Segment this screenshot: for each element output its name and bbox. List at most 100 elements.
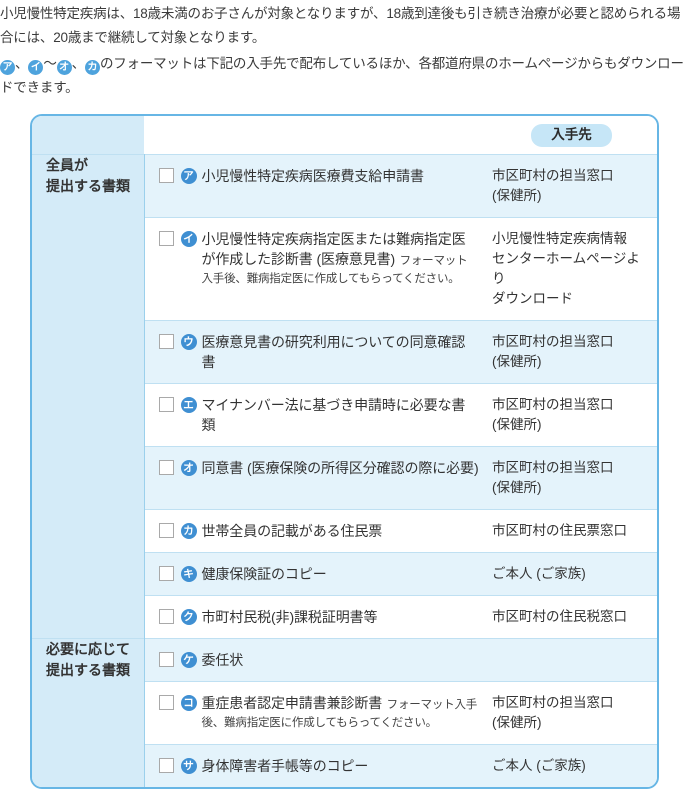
header-item-cell [144,116,486,155]
category-cell-all-applicants: 全員が 提出する書類 [32,154,145,639]
documents-table: 入手先 全員が 提出する書類 ア 小児慢性特定疾病医療費支給申請書 [32,116,657,787]
mark-icon-i: イ [180,231,197,247]
mark-icon-ka: カ [180,523,197,539]
document-source-cell: ご本人 (ご家族) [486,744,657,787]
document-title: 重症患者認定申請書兼診断書 [201,695,383,711]
inline-mark-icon-i: イ [28,60,44,75]
document-checkbox[interactable] [158,609,174,624]
inline-separator-2: 〜 [43,56,57,71]
source-line: (保健所) [492,480,542,495]
source-line: センターホームページより [492,251,640,286]
table-row[interactable]: ウ 医療意見書の研究利用についての同意確認書 市区町村の担当窓口 (保健所) [32,320,657,384]
table-row[interactable]: エ マイナンバー法に基づき申請時に必要な書類 市区町村の担当窓口 (保健所) [32,383,657,447]
document-item-cell[interactable]: オ 同意書 (医療保険の所得区分確認の際に必要) [144,446,486,510]
document-checkbox[interactable] [158,652,174,667]
document-item-cell[interactable]: イ 小児慢性特定疾病指定医または難病指定医が作成した診断書 (医療意見書) フォ… [144,217,486,321]
document-item-cell[interactable]: ウ 医療意見書の研究利用についての同意確認書 [144,320,486,384]
source-line: ご本人 (ご家族) [492,758,586,773]
mark-icon-ku: ク [180,609,197,625]
document-item-cell[interactable]: カ 世帯全員の記載がある住民票 [144,509,486,553]
document-note: フォーマット入手後、難病指定医に作成してもらってください。 [201,255,468,285]
document-item-cell[interactable]: ア 小児慢性特定疾病医療費支給申請書 [144,154,486,218]
mark-icon-o: オ [180,460,197,476]
document-source-cell: 市区町村の担当窓口 (保健所) [486,320,657,384]
document-source-cell: 市区町村の担当窓口 (保健所) [486,154,657,218]
document-checkbox[interactable] [158,695,174,710]
mark-icon-ke: ケ [180,652,197,668]
document-checkbox[interactable] [158,566,174,581]
table-header-row: 入手先 [32,116,657,155]
documents-table-body: 入手先 全員が 提出する書類 ア 小児慢性特定疾病医療費支給申請書 [32,116,657,787]
document-item-cell[interactable]: キ 健康保険証のコピー [144,552,486,596]
table-row[interactable]: キ 健康保険証のコピー ご本人 (ご家族) [32,552,657,596]
intro-paragraph-2: ア、イ〜オ、カのフォーマットは下記の入手先で配布しているほか、各都道府県のホーム… [0,52,689,100]
inline-mark-icon-a: ア [0,60,15,75]
document-checkbox[interactable] [158,758,174,773]
document-title: 医療意見書の研究利用についての同意確認書 [201,334,466,370]
document-item-cell[interactable]: エ マイナンバー法に基づき申請時に必要な書類 [144,383,486,447]
document-title: 小児慢性特定疾病医療費支給申請書 [201,168,425,184]
table-row[interactable]: 必要に応じて 提出する書類 ケ 委任状 [32,638,657,787]
documents-panel: 入手先 全員が 提出する書類 ア 小児慢性特定疾病医療費支給申請書 [30,114,659,789]
document-title: 世帯全員の記載がある住民票 [201,523,383,539]
source-line: (保健所) [492,417,542,432]
document-checkbox[interactable] [158,460,174,475]
document-item-cell[interactable]: コ 重症患者認定申請書兼診断書 フォーマット入手後、難病指定医に作成してもらって… [144,681,486,745]
where-badge: 入手先 [531,124,612,147]
intro-text-block: 小児慢性特定疾病は、18歳未満のお子さんが対象となりますが、18歳到達後も引き続… [0,0,689,100]
inline-separator-3: 、 [71,56,86,71]
table-row[interactable]: オ 同意書 (医療保険の所得区分確認の際に必要) 市区町村の担当窓口 (保健所) [32,446,657,510]
table-row[interactable]: ク 市町村民税(非)課税証明書等 市区町村の住民税窓口 [32,595,657,639]
document-checkbox[interactable] [158,334,174,349]
document-source-cell: 市区町村の担当窓口 (保健所) [486,446,657,510]
intro-paragraph-1: 小児慢性特定疾病は、18歳未満のお子さんが対象となりますが、18歳到達後も引き続… [0,6,681,45]
inline-mark-icon-ka: カ [84,60,100,75]
mark-icon-sa: サ [180,758,197,774]
document-checkbox[interactable] [158,231,174,246]
source-line: ご本人 (ご家族) [492,566,586,581]
source-line: 市区町村の住民税窓口 [492,609,627,624]
source-line: 小児慢性特定疾病情報 [492,231,627,246]
mark-icon-ko: コ [180,695,197,711]
document-source-cell: 小児慢性特定疾病情報 センターホームページより ダウンロード [486,217,657,321]
document-title: 小児慢性特定疾病指定医または難病指定医が作成した診断書 (医療意見書) [201,231,466,267]
source-line: 市区町村の住民票窓口 [492,523,627,538]
document-source-cell [486,638,657,682]
table-row[interactable]: イ 小児慢性特定疾病指定医または難病指定医が作成した診断書 (医療意見書) フォ… [32,217,657,321]
category-cell-as-needed: 必要に応じて 提出する書類 [32,638,145,787]
table-row[interactable]: カ 世帯全員の記載がある住民票 市区町村の住民票窓口 [32,509,657,553]
source-line: 市区町村の担当窓口 [492,460,614,475]
document-source-cell: 市区町村の担当窓口 (保健所) [486,383,657,447]
source-line: 市区町村の担当窓口 [492,695,614,710]
document-title: 同意書 (医療保険の所得区分確認の際に必要) [201,460,479,476]
document-source-cell: 市区町村の住民税窓口 [486,595,657,639]
table-row[interactable]: 全員が 提出する書類 ア 小児慢性特定疾病医療費支給申請書 市区町村の担当窓口 … [32,154,657,639]
category-label-line-2: 提出する書類 [46,662,130,678]
source-line: 市区町村の担当窓口 [492,168,614,183]
mark-icon-e: エ [180,397,197,413]
document-item-cell[interactable]: サ 身体障害者手帳等のコピー [144,744,486,787]
document-item-cell[interactable]: ク 市町村民税(非)課税証明書等 [144,595,486,639]
document-title: マイナンバー法に基づき申請時に必要な書類 [201,397,466,433]
document-checkbox[interactable] [158,523,174,538]
table-row[interactable]: コ 重症患者認定申請書兼診断書 フォーマット入手後、難病指定医に作成してもらって… [32,681,657,745]
document-title: 身体障害者手帳等のコピー [201,758,369,774]
source-line: 市区町村の担当窓口 [492,334,614,349]
document-title: 市町村民税(非)課税証明書等 [201,609,378,625]
mark-icon-ki: キ [180,566,197,582]
document-checkbox[interactable] [158,168,174,183]
inline-separator-1: 、 [15,56,29,71]
source-line: (保健所) [492,188,542,203]
source-line: (保健所) [492,354,542,369]
document-checkbox[interactable] [158,397,174,412]
category-label-line-2: 提出する書類 [46,178,130,194]
document-source-cell: ご本人 (ご家族) [486,552,657,596]
document-item-cell[interactable]: ケ 委任状 [144,638,486,682]
category-label-line-1: 全員が [46,157,88,173]
intro-paragraph-2-tail: のフォーマットは下記の入手先で配布しているほか、各都道府県のホームページからもダ… [0,56,684,95]
inline-mark-icon-o: オ [56,60,72,75]
header-category-cell [32,116,144,155]
header-where-cell: 入手先 [486,116,657,155]
document-title: 健康保険証のコピー [201,566,327,582]
mark-icon-a: ア [180,168,197,184]
